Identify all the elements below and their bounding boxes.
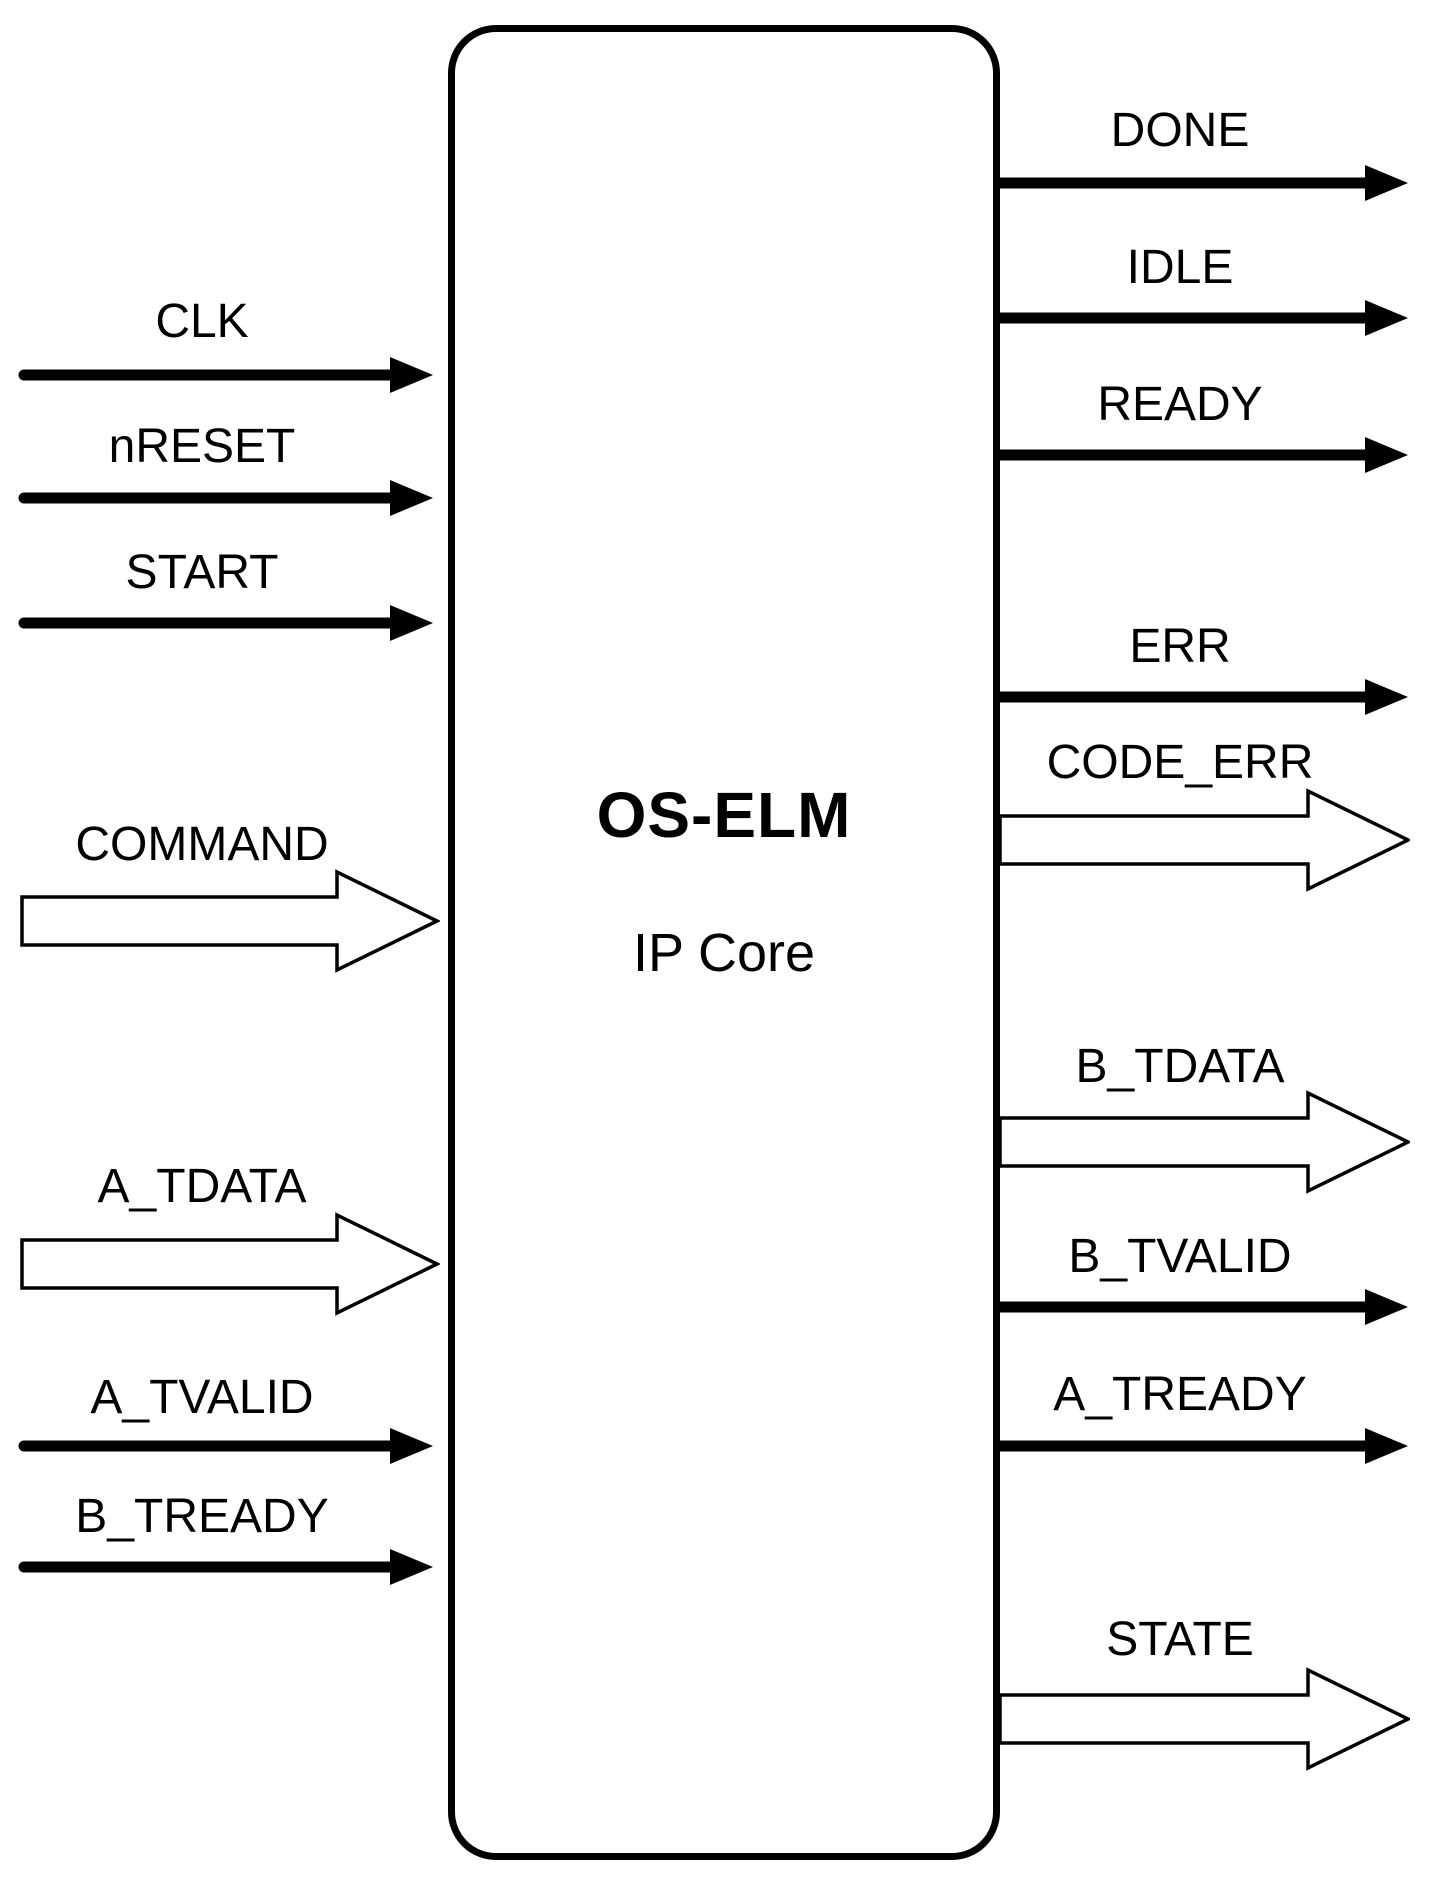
signal-label-a-tready: A_TREADY (1053, 1368, 1307, 1421)
signal-label-a-tdata: A_TDATA (97, 1160, 307, 1213)
idle-output-arrow-icon (1000, 300, 1408, 336)
clk-input-arrow-icon (18, 357, 433, 393)
a-tready-output-arrow-icon (1000, 1428, 1408, 1464)
a-tdata-bus-arrow-icon (20, 1212, 440, 1316)
ip-core-block: OS-ELM IP Core (448, 25, 1000, 1860)
b-tdata-bus-arrow-icon (1000, 1090, 1410, 1194)
block-title: OS-ELM (596, 779, 852, 851)
state-bus-arrow-icon (1000, 1667, 1410, 1771)
signal-label-err: ERR (1129, 620, 1231, 673)
signal-label-nreset: nRESET (108, 420, 296, 473)
signal-label-start: START (125, 546, 279, 599)
code-err-bus-arrow-icon (1000, 788, 1410, 892)
ready-output-arrow-icon (1000, 437, 1408, 473)
signal-label-b-tdata: B_TDATA (1075, 1040, 1285, 1093)
signal-label-code-err: CODE_ERR (1046, 736, 1314, 789)
signal-label-b-tvalid: B_TVALID (1068, 1230, 1292, 1283)
err-output-arrow-icon (1000, 679, 1408, 715)
signal-label-state: STATE (1106, 1613, 1254, 1666)
block-subtitle: IP Core (632, 923, 816, 983)
signal-label-idle: IDLE (1126, 241, 1234, 294)
nreset-input-arrow-icon (18, 480, 433, 516)
signal-label-clk: CLK (155, 295, 249, 348)
signal-label-b-tready: B_TREADY (75, 1490, 329, 1543)
done-output-arrow-icon (1000, 165, 1408, 201)
signal-label-command: COMMAND (75, 818, 329, 871)
b-tready-input-arrow-icon (18, 1549, 433, 1585)
signal-label-ready: READY (1097, 378, 1263, 431)
signal-label-a-tvalid: A_TVALID (90, 1371, 314, 1424)
start-input-arrow-icon (18, 605, 433, 641)
signal-label-done: DONE (1110, 104, 1250, 157)
b-tvalid-output-arrow-icon (1000, 1289, 1408, 1325)
a-tvalid-input-arrow-icon (18, 1428, 433, 1464)
command-bus-arrow-icon (20, 869, 440, 973)
